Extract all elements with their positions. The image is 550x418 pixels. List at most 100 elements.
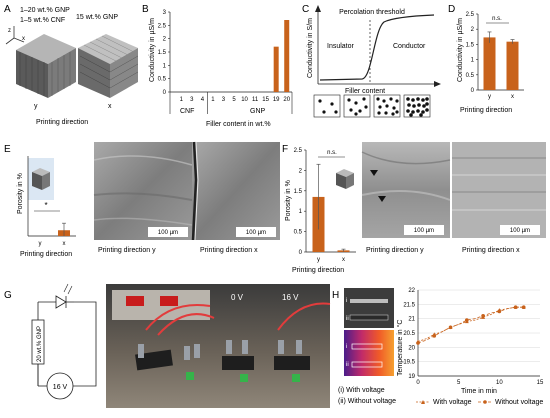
axis-x-label: x xyxy=(22,36,25,42)
thermal-image-i: i xyxy=(346,344,347,350)
pore-marker-2 xyxy=(378,196,386,202)
chart-d-ylabel: Conductivity in µS/m xyxy=(457,18,464,82)
chart-h-ylabel: Temperature in °C xyxy=(396,320,404,377)
chart-h-xtick-label: 5 xyxy=(457,380,461,386)
thermal-image-ii: ii xyxy=(346,362,349,368)
panel-f-letter: F xyxy=(282,144,288,155)
chart-h-ytick-label: 22 xyxy=(408,288,415,294)
chart-h-point-circle xyxy=(497,309,502,314)
panel-d-letter: D xyxy=(448,4,455,15)
chart-h-xtick-label: 0 xyxy=(416,380,420,386)
chart-h-point-circle xyxy=(513,305,518,310)
chart-b-ytick-label: 2.5 xyxy=(158,23,167,29)
chart-b-xtick-label: 15 xyxy=(262,97,269,103)
sem-f-x-label: Printing direction x xyxy=(462,247,520,254)
chart-e-xtick-label: y xyxy=(39,241,42,247)
chart-f-ytick-label: 1 xyxy=(299,209,303,215)
chart-d-ytick-label: 0.5 xyxy=(466,73,475,79)
chart-e-ylabel: Porosity in % xyxy=(17,173,24,214)
chart-b-xtick-label: 20 xyxy=(283,97,290,103)
chart-h-ytick-label: 21 xyxy=(408,317,415,323)
panel-a-gnp-range: 1–20 wt.% GNP xyxy=(20,7,70,14)
circuit-diagram xyxy=(31,283,97,400)
chart-b-ytick-label: 3 xyxy=(163,10,167,16)
chart-b-bar xyxy=(284,20,290,92)
chart-b-ylabel: Conductivity in µS/m xyxy=(149,18,156,82)
thermal-photo-i: i xyxy=(346,298,347,304)
chart-h-ytick-label: 21.5 xyxy=(403,302,415,308)
chart-h-legend-label-1: With voltage xyxy=(433,399,472,406)
thermal-with-voltage: (i) With voltage xyxy=(338,387,385,394)
chart-f-ytick-label: 1.5 xyxy=(294,189,303,195)
chart-d-ytick-label: 2 xyxy=(471,27,475,33)
panel-a-gnp15: 15 wt.% GNP xyxy=(76,14,118,21)
chart-h-ytick-label: 20.5 xyxy=(403,331,415,337)
panel-a-cnf-range: 1–5 wt.% CNF xyxy=(20,17,65,24)
pore-marker-1 xyxy=(370,170,378,176)
chart-f-inset xyxy=(336,169,354,189)
chart-h-point-circle xyxy=(465,318,469,322)
chart-h-series-line xyxy=(417,306,524,344)
chart-h-ytick-label: 19 xyxy=(408,374,415,380)
chart-h-series-line xyxy=(417,306,524,342)
thermal-without-voltage: (ii) Without voltage xyxy=(338,398,396,405)
filler-sample-2 xyxy=(343,94,371,118)
chart-f-xtick-label: y xyxy=(317,257,320,263)
photo-16v-label: 16 V xyxy=(282,293,299,302)
chart-d-xlabel: Printing direction xyxy=(460,107,512,114)
chart-e-star: * xyxy=(44,201,47,210)
filler-sample-3 xyxy=(373,94,401,118)
photo-power-supply xyxy=(106,284,216,408)
photo-16v xyxy=(266,284,331,408)
chart-b-xtick-label: 1 xyxy=(211,97,215,103)
sem-image-e-x: 100 µm xyxy=(191,141,280,241)
chart-d-bar xyxy=(483,37,496,90)
chart-h-ytick-label: 20 xyxy=(408,345,415,351)
chart-f-ytick-label: 0 xyxy=(299,250,303,256)
chart-c-ylabel: Conductivity in S/m xyxy=(307,18,314,78)
sem-image-e-y: 100 µm xyxy=(93,142,193,240)
chart-b-xlabel: Filler content in wt.% xyxy=(206,121,271,128)
chart-f-xlabel: Printing direction xyxy=(292,267,344,274)
panel-b-letter: B xyxy=(142,4,149,15)
chart-b-xtick-label: 11 xyxy=(252,97,259,103)
chart-b-xtick-label: 3 xyxy=(222,97,226,103)
panel-h-letter: H xyxy=(332,290,339,301)
chart-d-xtick-label: y xyxy=(488,94,491,100)
chart-h-point-circle xyxy=(481,314,485,318)
chart-h-legend-marker-1 xyxy=(421,400,425,404)
axis-z-label: z xyxy=(8,28,11,34)
sem-f-x-scale: 100 µm xyxy=(510,228,530,234)
chart-d-bar xyxy=(506,41,519,90)
chart-b-xtick-label: 10 xyxy=(241,97,248,103)
chart-c-threshold: Percolation threshold xyxy=(339,9,405,16)
chart-b-group-cnf: CNF xyxy=(180,108,194,115)
chart-h-xlabel: Time in min xyxy=(461,388,497,395)
chart-h-legend-marker-2 xyxy=(483,400,487,404)
sample-y-block xyxy=(16,34,76,98)
chart-b-xtick-label: 1 xyxy=(180,97,184,103)
chart-h-point-circle xyxy=(448,325,453,330)
sem-image-f-y: 100 µm xyxy=(361,142,451,238)
chart-b-ytick-label: 1 xyxy=(163,63,167,69)
chart-b-ytick-label: 2 xyxy=(163,37,167,43)
chart-h-ytick-label: 19.5 xyxy=(403,360,415,366)
chart-d-xtick-label: x xyxy=(511,94,514,100)
panel-g-letter: G xyxy=(4,290,12,301)
filler-sample-1 xyxy=(313,94,341,118)
chart-c-xlabel: Filler content xyxy=(345,88,385,95)
chart-d-ytick-label: 1 xyxy=(471,58,475,64)
chart-b-ytick-label: 0 xyxy=(163,90,167,96)
chart-c-right: Conductor xyxy=(393,43,426,50)
chart-h-point-circle xyxy=(432,334,437,338)
sem-e-x-label: Printing direction x xyxy=(200,247,258,254)
chart-b-ytick-label: 0.5 xyxy=(158,77,167,83)
chart-e-inset xyxy=(28,158,54,200)
chart-c-left: Insulator xyxy=(327,43,355,50)
sample-y-label: y xyxy=(34,103,38,110)
chart-b-bar xyxy=(273,46,279,92)
